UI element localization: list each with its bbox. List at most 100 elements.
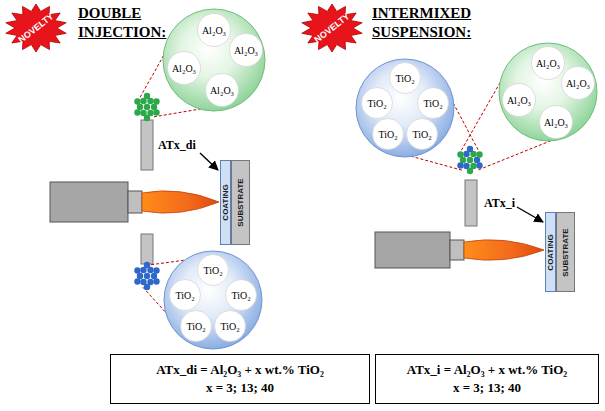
powder-dot xyxy=(153,278,159,284)
particle-circle xyxy=(170,280,201,311)
particle-circle xyxy=(503,84,536,117)
particle-circle xyxy=(206,74,239,107)
alumina-particle: Al₂O₃ xyxy=(531,46,565,80)
novelty-burst: NOVELTY xyxy=(2,1,70,55)
particle-circle xyxy=(373,119,404,150)
particle-circle xyxy=(198,255,229,286)
injector-bar xyxy=(141,234,153,264)
section-heading: INTERMIXED SUSPENSION: xyxy=(372,4,490,42)
burst-shape xyxy=(302,4,362,52)
particle-text: TiO₂ xyxy=(175,290,194,301)
formula-box: ATx_i = Al₂O₃ + x wt.% TiO₂x = 3; 13; 40 xyxy=(375,354,599,404)
alumina-particle-view: Al₂O₃Al₂O₃Al₂O₃Al₂O₃ xyxy=(162,8,266,112)
substrate-block: SUBSTRATE xyxy=(556,212,575,292)
rot-text: COATING xyxy=(546,234,555,270)
powder-dot xyxy=(151,104,157,110)
alumina-particle-view: Al₂O₃ Al₂O₃ Al₂O₃ Al₂O₃ xyxy=(498,42,598,142)
particle-text: Al₂O₃ xyxy=(210,85,234,96)
particle-text: Al₂O₃ xyxy=(536,58,560,69)
rot-text: COATING xyxy=(221,184,230,220)
particle-text: TiO₂ xyxy=(412,129,431,140)
powder-dot xyxy=(476,151,482,157)
box-text: x = 3; 13; 40 xyxy=(206,379,274,397)
burst-shape xyxy=(6,4,66,52)
alumina-particle: Al₂O₃ xyxy=(539,105,573,139)
particle-text: Al₂O₃ xyxy=(544,117,568,128)
powder-dot xyxy=(474,157,480,163)
rot-text: SUBSTRATE xyxy=(561,228,570,276)
titania-particle: TiO₂ xyxy=(406,118,438,150)
powder-dot xyxy=(151,273,157,279)
section-heading: DOUBLE INJECTION: xyxy=(78,4,178,42)
titania-particle: TiO₂ xyxy=(225,279,257,311)
particle-circle xyxy=(532,47,565,80)
alumina-particle: Al₂O₃ xyxy=(502,83,536,117)
particle-circle xyxy=(499,43,597,141)
particle-text: Al₂O₃ xyxy=(172,63,196,74)
titania-particle: TiO₂ xyxy=(417,87,449,119)
coating-label: ATx_i xyxy=(484,196,515,211)
box-text: x = 3; 13; 40 xyxy=(453,379,521,397)
powder-dot xyxy=(153,267,159,273)
powder-dot xyxy=(144,284,150,290)
powder-dot xyxy=(134,267,140,273)
particle-text: TiO₂ xyxy=(186,321,205,332)
titania-particle: TiO₂ xyxy=(389,62,421,94)
powder-dot xyxy=(134,98,140,104)
alumina-particle: Al₂O₃ xyxy=(229,33,263,67)
powder-dot xyxy=(134,278,140,284)
particle-circle xyxy=(362,88,393,119)
particle-circle xyxy=(356,59,454,157)
coating-label: ATx_di xyxy=(158,138,196,153)
particle-circle xyxy=(230,34,263,67)
spray-torch xyxy=(50,182,219,222)
powder-dot xyxy=(144,115,150,121)
coating-layer: COATING xyxy=(545,212,556,292)
particle-text: Al₂O₃ xyxy=(566,78,590,89)
particle-text: Al₂O₃ xyxy=(202,25,226,36)
particle-circle xyxy=(164,251,262,349)
injector-bar xyxy=(141,120,153,170)
alumina-particle: Al₂O₃ xyxy=(205,73,239,107)
spray-torch xyxy=(375,232,544,268)
novelty-burst: NOVELTY xyxy=(298,1,366,55)
particle-circle xyxy=(168,52,201,85)
box-text: ATx_i = Al₂O₃ + x wt.% TiO₂ xyxy=(407,361,568,379)
titania-particle: TiO₂ xyxy=(214,310,246,342)
powder-dot xyxy=(467,146,473,152)
powder-dot xyxy=(460,157,466,163)
particle-circle xyxy=(226,280,257,311)
particle-circle xyxy=(390,63,421,94)
particle-text: TiO₂ xyxy=(203,265,222,276)
formula-box: ATx_di = Al₂O₃ + x wt.% TiO₂x = 3; 13; 4… xyxy=(110,354,370,404)
titania-particle: TiO₂ xyxy=(372,118,404,150)
alumina-particle: Al₂O₃ xyxy=(167,51,201,85)
particle-text: TiO₂ xyxy=(423,98,442,109)
particle-circle xyxy=(198,14,231,47)
particle-text: TiO₂ xyxy=(367,98,386,109)
powder-dot xyxy=(457,151,463,157)
powder-dot xyxy=(467,168,473,174)
titania-particle: TiO₂ xyxy=(180,310,212,342)
titania-particle: TiO₂ xyxy=(169,279,201,311)
particle-text: TiO₂ xyxy=(220,321,239,332)
leader-arrow xyxy=(517,207,543,222)
powder-dot xyxy=(457,162,463,168)
alumina-particle: Al₂O₃ xyxy=(561,66,595,100)
particle-circle xyxy=(407,119,438,150)
particle-text: TiO₂ xyxy=(378,129,397,140)
alumina-particle: Al₂O₃ xyxy=(197,13,231,47)
rot-text: SUBSTRATE xyxy=(236,178,245,226)
substrate-block: SUBSTRATE xyxy=(231,160,250,245)
titania-particle-view: TiO₂ TiO₂ TiO₂ TiO₂ TiO₂ xyxy=(355,58,455,158)
particle-circle xyxy=(418,88,449,119)
powder-dot xyxy=(137,104,143,110)
titania-particle-view: TiO₂TiO₂TiO₂TiO₂TiO₂ xyxy=(163,250,263,350)
particle-circle xyxy=(181,311,212,342)
particle-circle xyxy=(562,67,595,100)
particle-text: TiO₂ xyxy=(395,73,414,84)
powder-dot xyxy=(153,109,159,115)
powder-dot xyxy=(153,98,159,104)
powder-dot xyxy=(144,262,150,268)
powder-dot xyxy=(467,157,473,163)
